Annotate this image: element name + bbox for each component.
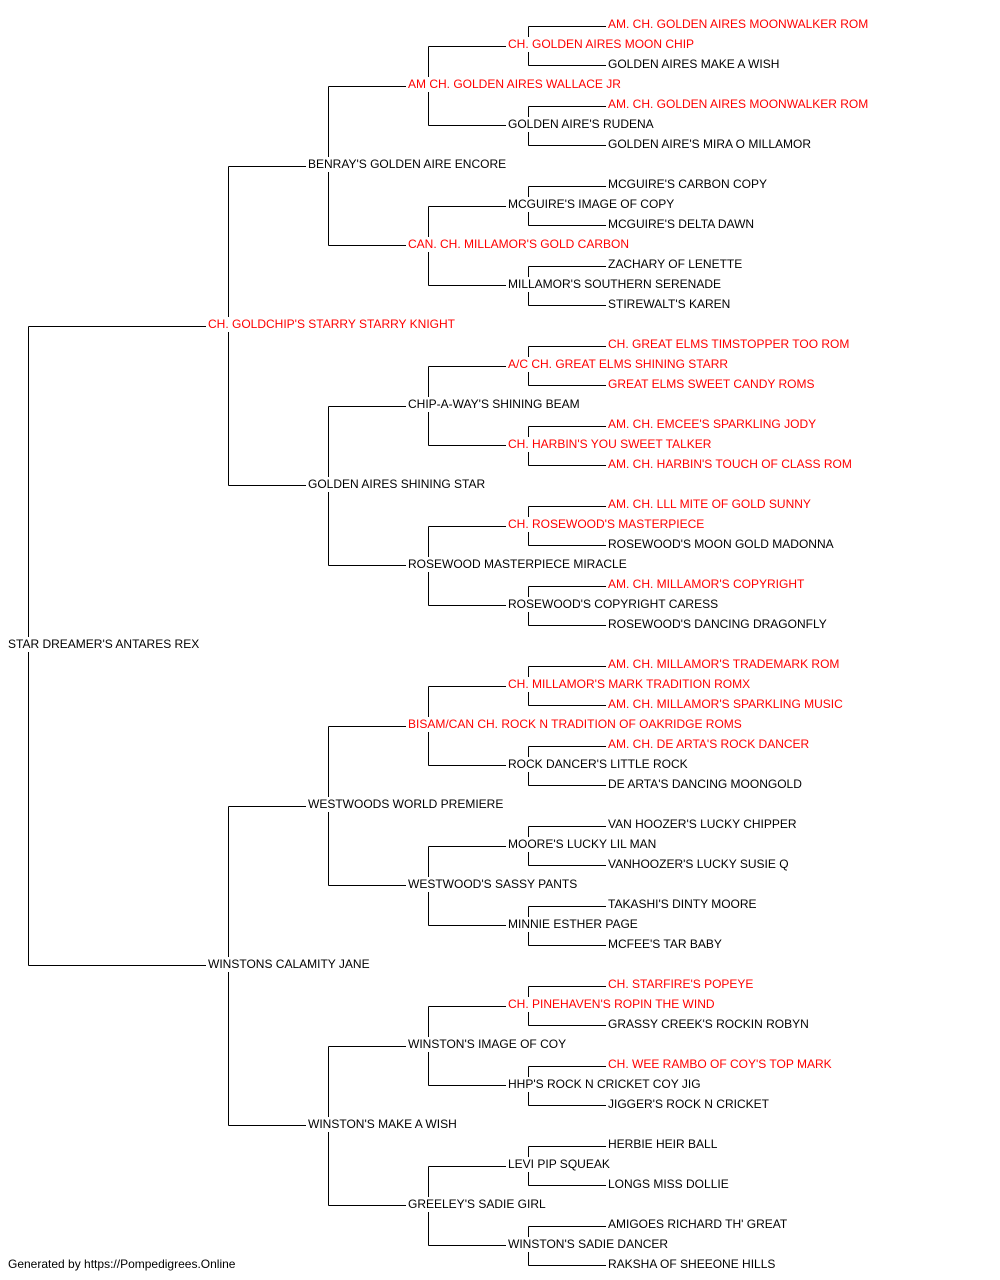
ancestor-name[interactable]: ROSEWOOD'S COPYRIGHT CARESS	[508, 597, 720, 611]
ancestor-name[interactable]: A/C CH. GREAT ELMS SHINING STARR	[508, 357, 730, 371]
ancestor-name[interactable]: ROSEWOOD MASTERPIECE MIRACLE	[408, 557, 628, 571]
ancestor-name[interactable]: VAN HOOZER'S LUCKY CHIPPER	[608, 817, 798, 831]
ancestor-name[interactable]: JIGGER'S ROCK N CRICKET	[608, 1097, 770, 1111]
ancestor-name[interactable]: MCGUIRE'S CARBON COPY	[608, 177, 768, 191]
ancestor-name[interactable]: MCGUIRE'S DELTA DAWN	[608, 217, 756, 231]
ancestor-name[interactable]: GREAT ELMS SWEET CANDY ROMS	[608, 377, 816, 391]
ancestor-name[interactable]: TAKASHI'S DINTY MOORE	[608, 897, 758, 911]
ancestor-name[interactable]: MCGUIRE'S IMAGE OF COPY	[508, 197, 676, 211]
ancestor-name[interactable]: ROSEWOOD'S DANCING DRAGONFLY	[608, 617, 828, 631]
ancestor-name[interactable]: CH. GOLDEN AIRES MOON CHIP	[508, 37, 696, 51]
ancestor-name[interactable]: WINSTON'S SADIE DANCER	[508, 1237, 670, 1251]
ancestor-name[interactable]: AM. CH. MILLAMOR'S TRADEMARK ROM	[608, 657, 841, 671]
ancestor-name[interactable]: WINSTONS CALAMITY JANE	[208, 957, 371, 971]
ancestor-name[interactable]: BENRAY'S GOLDEN AIRE ENCORE	[308, 157, 508, 171]
generated-by-footer: Generated by https://Pompedigrees.Online	[8, 1257, 236, 1271]
ancestor-name[interactable]: AM. CH. HARBIN'S TOUCH OF CLASS ROM	[608, 457, 853, 471]
ancestor-name[interactable]: GRASSY CREEK'S ROCKIN ROBYN	[608, 1017, 810, 1031]
ancestor-name[interactable]: LEVI PIP SQUEAK	[508, 1157, 611, 1171]
ancestor-name[interactable]: VANHOOZER'S LUCKY SUSIE Q	[608, 857, 790, 871]
ancestor-name[interactable]: CH. ROSEWOOD'S MASTERPIECE	[508, 517, 706, 531]
ancestor-name[interactable]: AM. CH. GOLDEN AIRES MOONWALKER ROM	[608, 17, 870, 31]
ancestor-name[interactable]: GREELEY'S SADIE GIRL	[408, 1197, 547, 1211]
ancestor-name[interactable]: CH. GOLDCHIP'S STARRY STARRY KNIGHT	[208, 317, 457, 331]
ancestor-name[interactable]: CH. STARFIRE'S POPEYE	[608, 977, 755, 991]
ancestor-name[interactable]: ZACHARY OF LENETTE	[608, 257, 744, 271]
ancestor-name[interactable]: CH. PINEHAVEN'S ROPIN THE WIND	[508, 997, 716, 1011]
ancestor-name[interactable]: AM. CH. GOLDEN AIRES MOONWALKER ROM	[608, 97, 870, 111]
ancestor-name[interactable]: MCFEE'S TAR BABY	[608, 937, 723, 951]
ancestor-name[interactable]: AM. CH. EMCEE'S SPARKLING JODY	[608, 417, 818, 431]
ancestor-name[interactable]: WESTWOODS WORLD PREMIERE	[308, 797, 505, 811]
ancestor-name[interactable]: AM. CH. MILLAMOR'S SPARKLING MUSIC	[608, 697, 844, 711]
ancestor-name[interactable]: AM. CH. LLL MITE OF GOLD SUNNY	[608, 497, 812, 511]
ancestor-name[interactable]: CH. HARBIN'S YOU SWEET TALKER	[508, 437, 713, 451]
ancestor-name[interactable]: HERBIE HEIR BALL	[608, 1137, 719, 1151]
ancestor-name[interactable]: MOORE'S LUCKY LIL MAN	[508, 837, 658, 851]
ancestor-name[interactable]: CHIP-A-WAY'S SHINING BEAM	[408, 397, 581, 411]
ancestor-name[interactable]: STIREWALT'S KAREN	[608, 297, 732, 311]
ancestor-name[interactable]: AM CH. GOLDEN AIRES WALLACE JR	[408, 77, 622, 91]
ancestor-name[interactable]: GOLDEN AIRES MAKE A WISH	[608, 57, 781, 71]
ancestor-name[interactable]: GOLDEN AIRE'S MIRA O MILLAMOR	[608, 137, 813, 151]
ancestor-name[interactable]: GOLDEN AIRES SHINING STAR	[308, 477, 487, 491]
ancestor-name[interactable]: CH. GREAT ELMS TIMSTOPPER TOO ROM	[608, 337, 851, 351]
ancestor-name[interactable]: HHP'S ROCK N CRICKET COY JIG	[508, 1077, 702, 1091]
ancestor-name[interactable]: CH. MILLAMOR'S MARK TRADITION ROMX	[508, 677, 752, 691]
subject-dog-name[interactable]: STAR DREAMER'S ANTARES REX	[8, 637, 201, 651]
ancestor-name[interactable]: AMIGOES RICHARD TH' GREAT	[608, 1217, 789, 1231]
ancestor-name[interactable]: ROCK DANCER'S LITTLE ROCK	[508, 757, 689, 771]
ancestor-name[interactable]: WINSTON'S MAKE A WISH	[308, 1117, 458, 1131]
ancestor-name[interactable]: MILLAMOR'S SOUTHERN SERENADE	[508, 277, 722, 291]
ancestor-name[interactable]: DE ARTA'S DANCING MOONGOLD	[608, 777, 803, 791]
ancestor-name[interactable]: ROSEWOOD'S MOON GOLD MADONNA	[608, 537, 835, 551]
ancestor-name[interactable]: GOLDEN AIRE'S RUDENA	[508, 117, 655, 131]
ancestor-name[interactable]: RAKSHA OF SHEEONE HILLS	[608, 1257, 777, 1271]
ancestor-name[interactable]: CH. WEE RAMBO OF COY'S TOP MARK	[608, 1057, 833, 1071]
ancestor-name[interactable]: AM. CH. DE ARTA'S ROCK DANCER	[608, 737, 811, 751]
ancestor-name[interactable]: MINNIE ESTHER PAGE	[508, 917, 639, 931]
ancestor-name[interactable]: CAN. CH. MILLAMOR'S GOLD CARBON	[408, 237, 630, 251]
ancestor-name[interactable]: WESTWOOD'S SASSY PANTS	[408, 877, 579, 891]
ancestor-name[interactable]: LONGS MISS DOLLIE	[608, 1177, 730, 1191]
ancestor-name[interactable]: BISAM/CAN CH. ROCK N TRADITION OF OAKRID…	[408, 717, 743, 731]
ancestor-name[interactable]: AM. CH. MILLAMOR'S COPYRIGHT	[608, 577, 806, 591]
ancestor-name[interactable]: WINSTON'S IMAGE OF COY	[408, 1037, 568, 1051]
